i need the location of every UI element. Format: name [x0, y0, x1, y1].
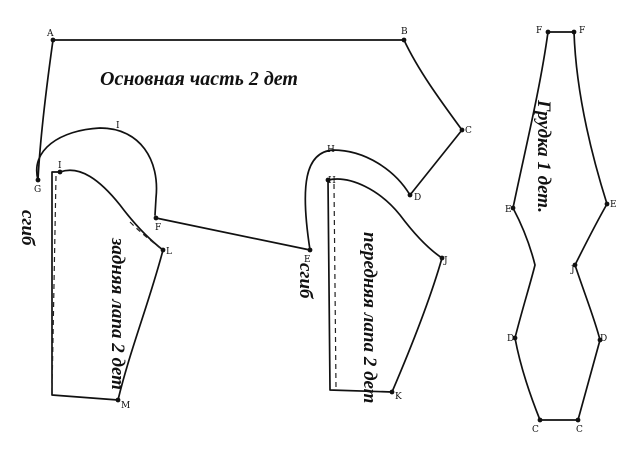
front-paw-label: передняя лапа 2 дет	[359, 232, 380, 403]
main-body-piece	[37, 39, 463, 196]
point-label-b: B	[401, 27, 408, 37]
front-paw-fold-line	[333, 183, 337, 389]
point-label-h-top: H	[327, 145, 335, 155]
point-label-f: F	[155, 223, 161, 233]
back-paw-fold-line	[51, 175, 57, 393]
main-body-left-edge	[37, 39, 54, 181]
front-paw-piece	[304, 149, 443, 393]
point-label-g: G	[34, 185, 41, 195]
chest-piece	[512, 31, 608, 421]
chest-label-c-left: C	[532, 425, 539, 435]
chest-label-d-right: D	[600, 334, 607, 344]
point-label-d: D	[414, 193, 421, 203]
connector-f-e	[155, 217, 311, 251]
chest-label-e-right: E	[610, 200, 617, 210]
point-label-a: A	[46, 29, 54, 39]
point-label-h: H	[328, 176, 336, 186]
chest-label-f-left: F	[536, 26, 542, 36]
back-paw-dart	[129, 221, 161, 249]
chest-label-f-right: F	[579, 26, 585, 36]
back-paw-top-curve	[35, 127, 158, 216]
chest-label-j: J	[570, 265, 575, 275]
point-label-c: C	[465, 126, 472, 136]
back-paw-piece	[35, 127, 164, 401]
point-label-i-top: I	[116, 121, 120, 131]
chest-label: Грудка 1 дет.	[533, 99, 554, 213]
point-labels: A B C D G I I F L M E H H J K F F E E J …	[34, 26, 617, 435]
point-label-j: J	[443, 256, 448, 266]
back-fold-label: сгиб	[17, 210, 38, 247]
chest-label-d-left: D	[507, 334, 514, 344]
chest-label-e-left: E	[505, 205, 512, 215]
front-paw-top-curve	[304, 149, 411, 251]
chest-label-c-right: C	[576, 425, 583, 435]
back-paw-label: задняя лапа 2 дет	[107, 237, 128, 390]
back-paw-outline	[51, 169, 164, 401]
point-markers	[35, 29, 610, 423]
front-paw-outline	[327, 178, 443, 393]
front-fold-label: сгиб	[295, 263, 316, 300]
point-label-m: M	[121, 401, 130, 411]
point-label-l: L	[166, 247, 172, 257]
main-body-outline	[52, 39, 463, 196]
chest-outline	[512, 31, 608, 421]
main-part-label: Основная часть 2 дет	[100, 68, 298, 90]
point-label-i: I	[58, 161, 62, 171]
point-label-k: K	[395, 392, 402, 402]
point-label-e: E	[304, 255, 311, 265]
